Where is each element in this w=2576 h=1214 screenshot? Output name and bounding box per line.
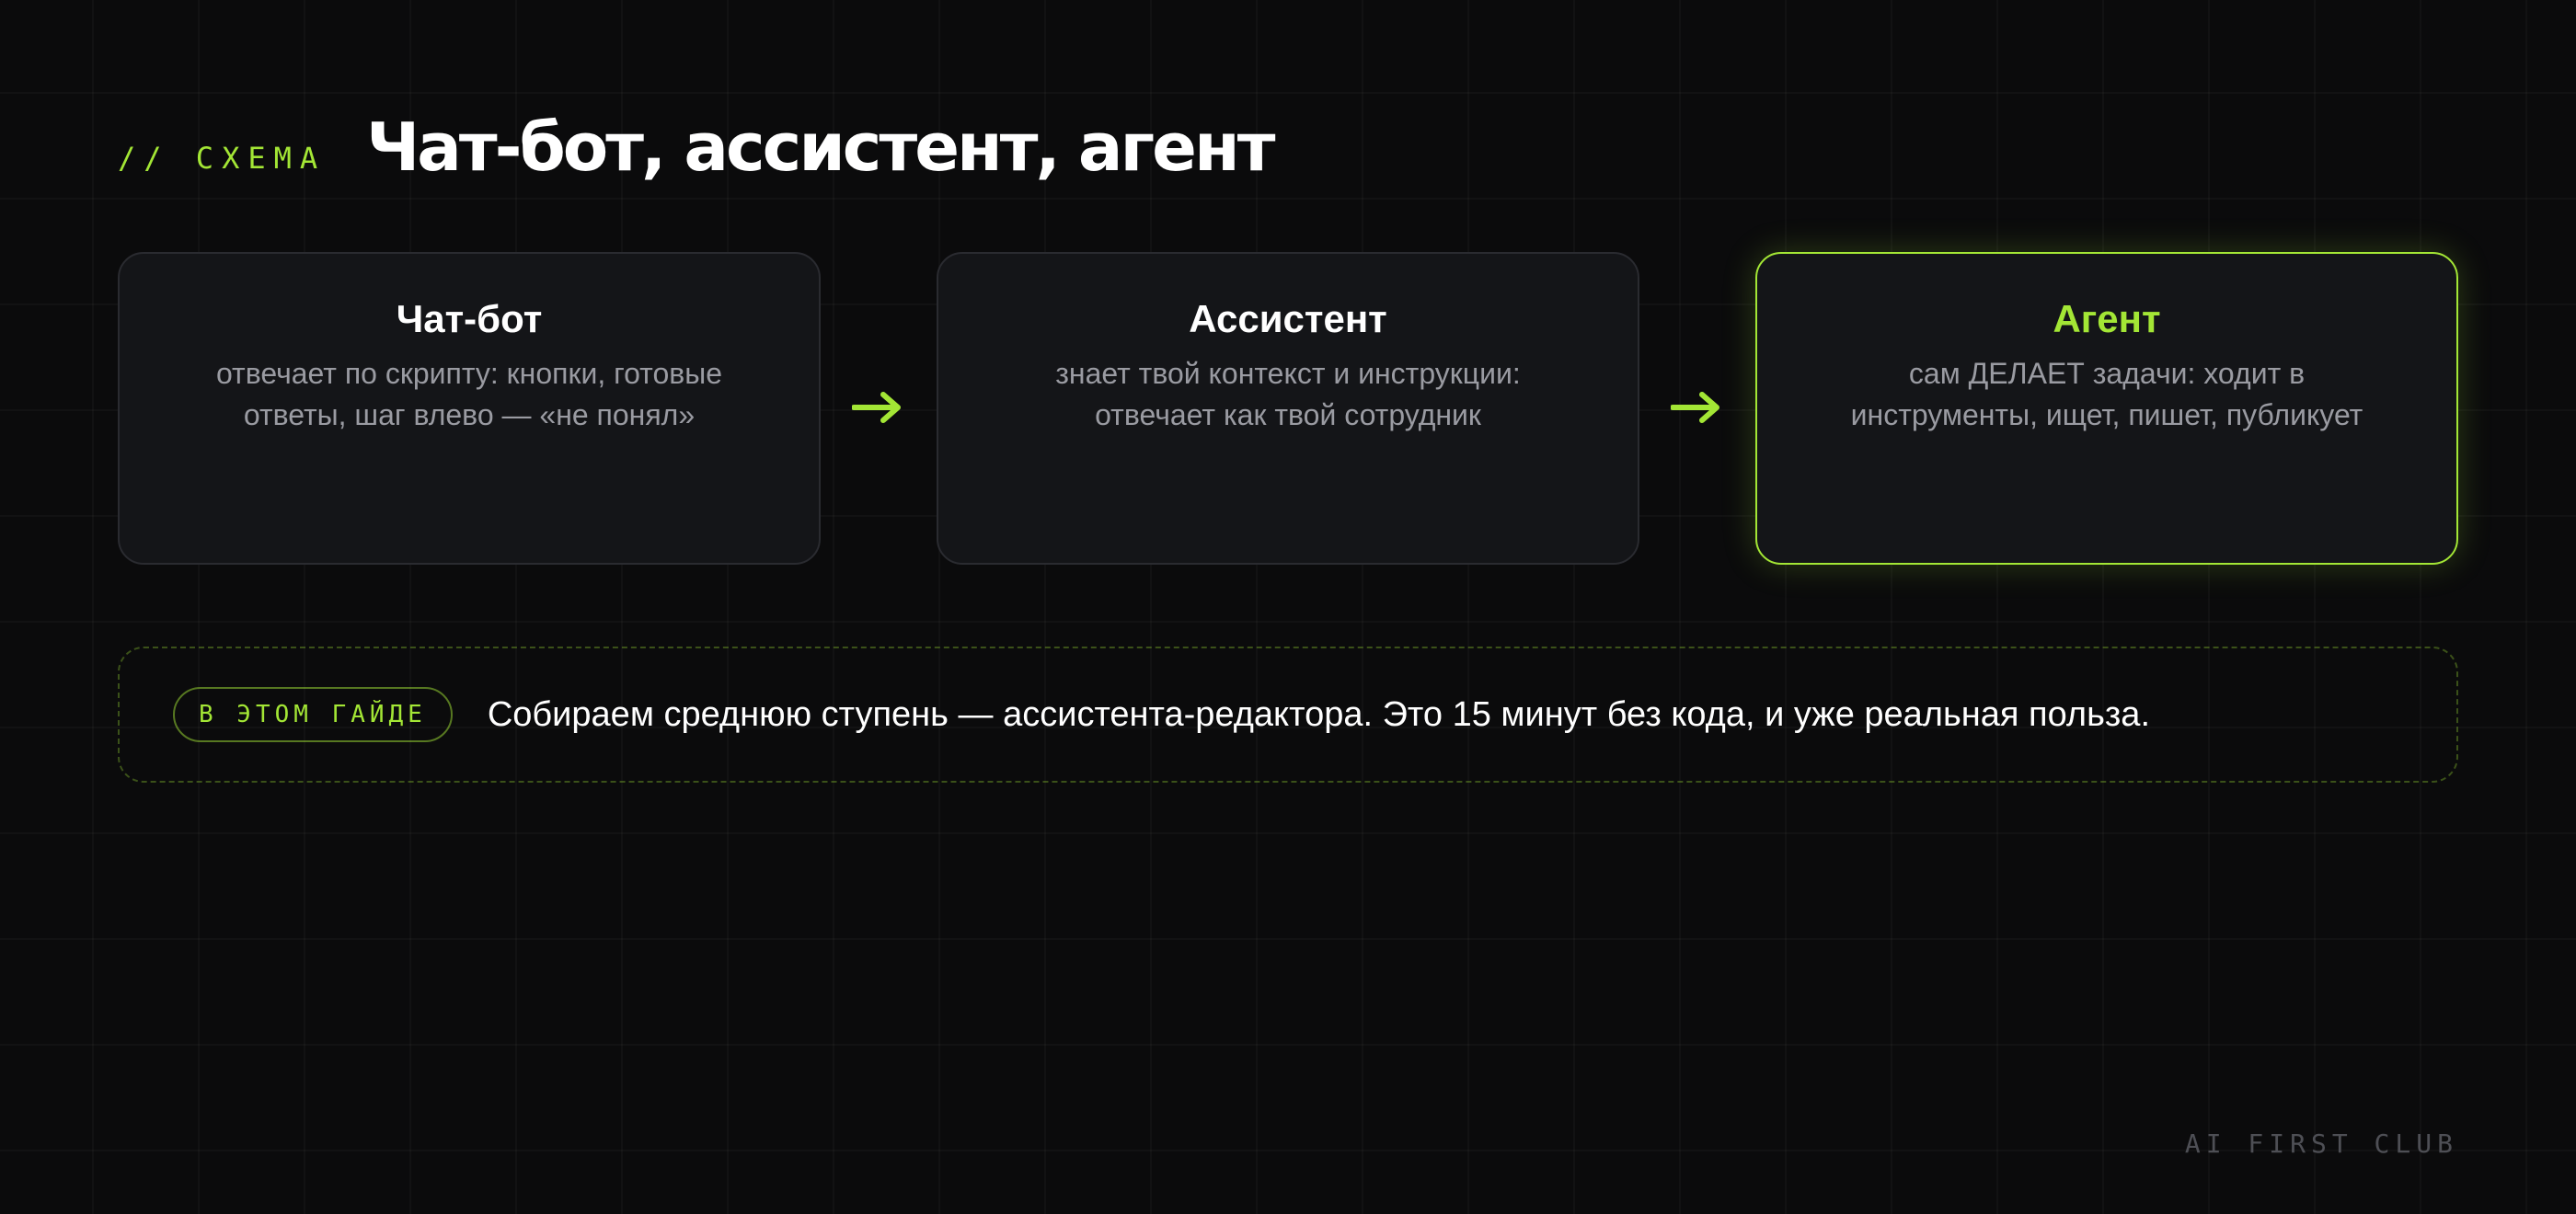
card-assistant: Ассистент знает твой контекст и инструкц…: [937, 252, 1639, 565]
header: // СХЕМА Чат-бот, ассистент, агент: [118, 97, 1275, 198]
brand-footer: AI FIRST CLUB: [2184, 1128, 2458, 1159]
guide-note: В ЭТОМ ГАЙДЕ Собираем среднюю ступень — …: [118, 647, 2458, 783]
guide-badge: В ЭТОМ ГАЙДЕ: [173, 687, 453, 742]
arrow-right-icon: [852, 392, 901, 423]
card-title: Ассистент: [1189, 297, 1387, 340]
card-description: отвечает по скрипту: кнопки, готовые отв…: [215, 357, 723, 431]
card-title: Чат-бот: [396, 297, 543, 340]
card-description: сам ДЕЛАЕТ задачи: ходит в инструменты, …: [1850, 357, 2363, 431]
page-title: Чат-бот, ассистент, агент: [366, 109, 1275, 186]
card-description: знает твой контекст и инструкции: отвеча…: [1055, 357, 1521, 431]
arrow-right-icon: [1671, 392, 1719, 423]
card-title: Агент: [2053, 297, 2161, 340]
guide-note-text: Собираем среднюю ступень — ассистента-ре…: [487, 694, 2150, 734]
card-chatbot: Чат-бот отвечает по скрипту: кнопки, гот…: [118, 252, 821, 565]
card-agent: Агент сам ДЕЛАЕТ задачи: ходит в инструм…: [1755, 252, 2458, 565]
section-kicker: // СХЕМА: [118, 141, 327, 176]
